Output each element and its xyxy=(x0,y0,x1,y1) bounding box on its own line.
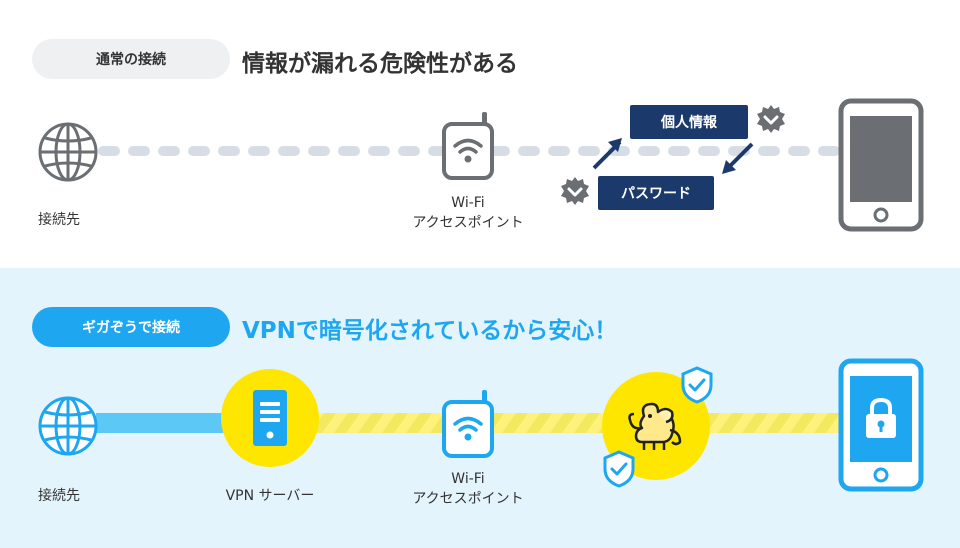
password-tag: パスワード xyxy=(598,176,714,210)
destination-to-server-line xyxy=(96,413,236,433)
normal-connection-pill: 通常の接続 xyxy=(32,39,230,79)
normal-connection-section: 通常の接続 情報が漏れる危険性がある 接続先 Wi-Fi アクセスポイント xyxy=(0,0,960,268)
elephant-mascot-icon xyxy=(602,372,710,480)
encrypted-vpn-tunnel xyxy=(300,413,850,433)
wifi-label-line1: Wi-Fi xyxy=(451,195,485,211)
wifi-label-line1: Wi-Fi xyxy=(451,471,485,487)
arrow-down-left-icon xyxy=(722,142,754,174)
smartphone-icon xyxy=(838,98,924,232)
wifi-label-line2: アクセスポイント xyxy=(412,215,524,231)
lock-icon xyxy=(866,397,896,438)
wifi-router-icon xyxy=(442,112,494,180)
wifi-label-line2: アクセスポイント xyxy=(412,491,524,507)
wifi-router-icon xyxy=(442,390,494,458)
security-shield-icon xyxy=(681,366,713,404)
wifi-access-point-label: Wi-Fi アクセスポイント xyxy=(408,469,528,509)
vpn-server-label: VPN サーバー xyxy=(225,488,315,504)
globe-icon xyxy=(38,122,98,182)
hacker-badge-icon xyxy=(757,105,785,133)
security-shield-icon xyxy=(603,450,635,488)
destination-label: 接続先 xyxy=(38,488,80,504)
vpn-server-icon xyxy=(221,369,319,467)
normal-connection-headline: 情報が漏れる危険性がある xyxy=(242,51,518,77)
arrow-up-right-icon xyxy=(592,138,622,170)
destination-label: 接続先 xyxy=(38,212,80,228)
wifi-access-point-label: Wi-Fi アクセスポイント xyxy=(408,193,528,233)
personal-info-tag: 個人情報 xyxy=(630,105,748,139)
globe-icon xyxy=(38,396,98,456)
hacker-badge-icon xyxy=(561,177,589,205)
vpn-connection-pill: ギガぞうで接続 xyxy=(32,307,230,347)
vpn-connection-headline: VPNで暗号化されているから安心！ xyxy=(242,318,618,344)
